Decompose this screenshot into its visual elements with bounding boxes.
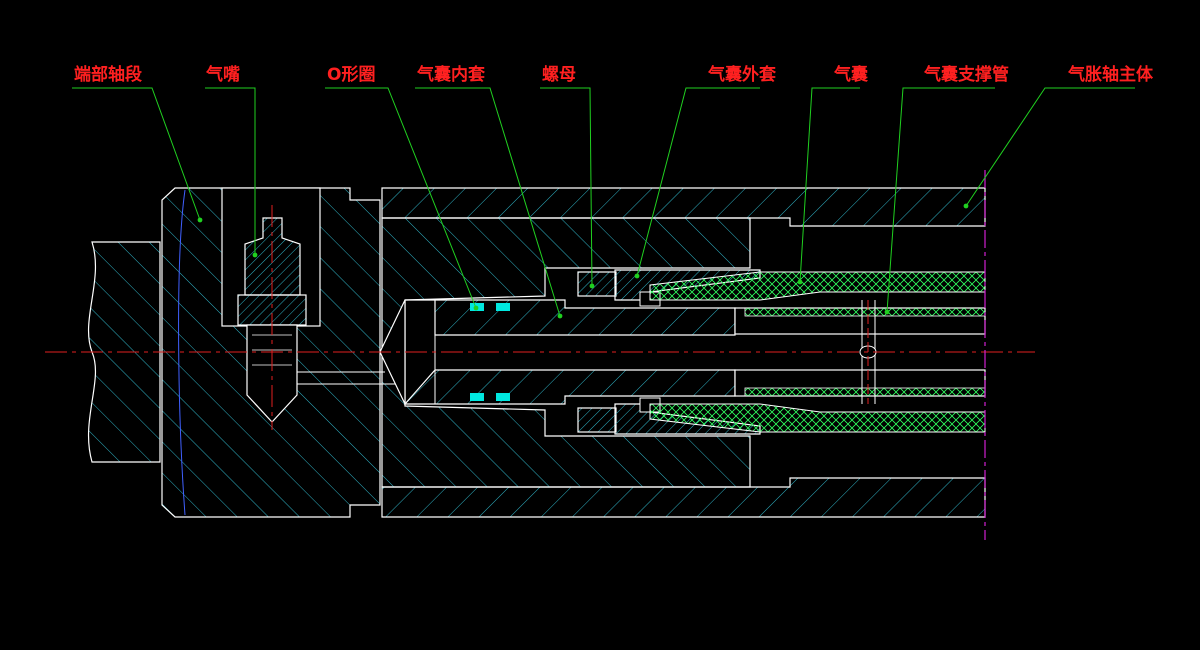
air-nozzle <box>221 187 400 423</box>
bladder <box>649 271 986 433</box>
label-bladder-support-tube: 气囊支撑管 <box>923 64 1009 85</box>
label-bladder-inner-sleeve: 气囊内套 <box>416 64 486 85</box>
label-bladder: 气囊 <box>833 64 868 85</box>
centerlines <box>45 170 1035 540</box>
label-air-shaft-body: 气胀轴主体 <box>1067 64 1154 85</box>
label-o-ring: O形圈 <box>327 64 375 85</box>
leader-lines <box>72 87 1135 317</box>
label-nut: 螺母 <box>542 65 576 85</box>
label-bladder-outer-sleeve: 气囊外套 <box>707 64 777 85</box>
leader-dots <box>197 203 969 319</box>
label-air-nozzle: 气嘴 <box>205 64 240 85</box>
label-end-shaft: 端部轴段 <box>74 64 142 85</box>
nut <box>577 271 617 433</box>
callout-labels: 端部轴段 气嘴 O形圈 气囊内套 螺母 气囊外套 气囊 气囊支撑管 气胀轴主体 <box>74 64 1154 85</box>
